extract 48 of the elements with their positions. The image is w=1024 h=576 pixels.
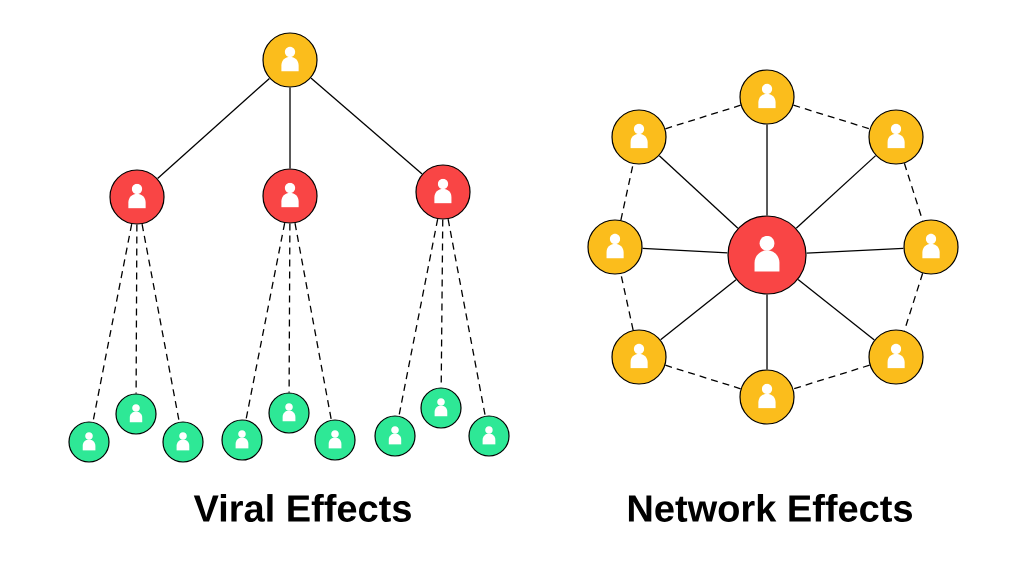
connector-line	[310, 77, 423, 175]
dashed-line	[664, 364, 742, 390]
connector-line	[659, 279, 737, 341]
person-circle	[162, 421, 204, 463]
person-circle	[268, 392, 310, 434]
connector-line	[289, 86, 291, 170]
person-circle	[221, 419, 263, 461]
dashed-line	[620, 163, 634, 221]
connector-line	[658, 155, 739, 229]
person-circle	[611, 109, 667, 165]
dashed-line	[447, 218, 486, 417]
person-circle	[420, 387, 462, 429]
connector-line	[766, 123, 768, 217]
person-circle	[109, 169, 165, 225]
connector-line	[795, 155, 877, 229]
connector-line	[641, 247, 729, 254]
dashed-line	[620, 273, 634, 331]
person-circle	[262, 32, 318, 88]
person-circle	[903, 219, 959, 275]
person-circle	[739, 69, 795, 125]
person-circle	[868, 329, 924, 385]
person-circle	[611, 329, 667, 385]
dashed-line	[294, 222, 332, 421]
connector-line	[797, 278, 875, 341]
person-circle	[374, 415, 416, 457]
person-circle	[115, 393, 157, 435]
person-circle	[868, 109, 924, 165]
person-circle	[727, 215, 807, 295]
person-circle	[68, 421, 110, 463]
dashed-line	[903, 162, 924, 222]
heading: Viral Effects	[193, 494, 411, 522]
dashed-line	[903, 272, 924, 332]
connector-line	[805, 247, 905, 254]
connector-line	[766, 293, 768, 371]
person-circle	[262, 168, 318, 224]
dashed-line	[792, 364, 871, 390]
connector-line	[156, 77, 271, 180]
person-circle	[314, 419, 356, 461]
dashed-line	[245, 222, 286, 421]
heading: Network Effects	[628, 494, 912, 522]
person-circle	[415, 164, 471, 220]
person-circle	[739, 369, 795, 425]
dashed-line	[664, 104, 742, 130]
dashed-line	[141, 223, 180, 423]
dashed-line	[398, 218, 439, 417]
person-circle	[587, 219, 643, 275]
dashed-line	[792, 104, 871, 130]
person-circle	[468, 415, 510, 457]
